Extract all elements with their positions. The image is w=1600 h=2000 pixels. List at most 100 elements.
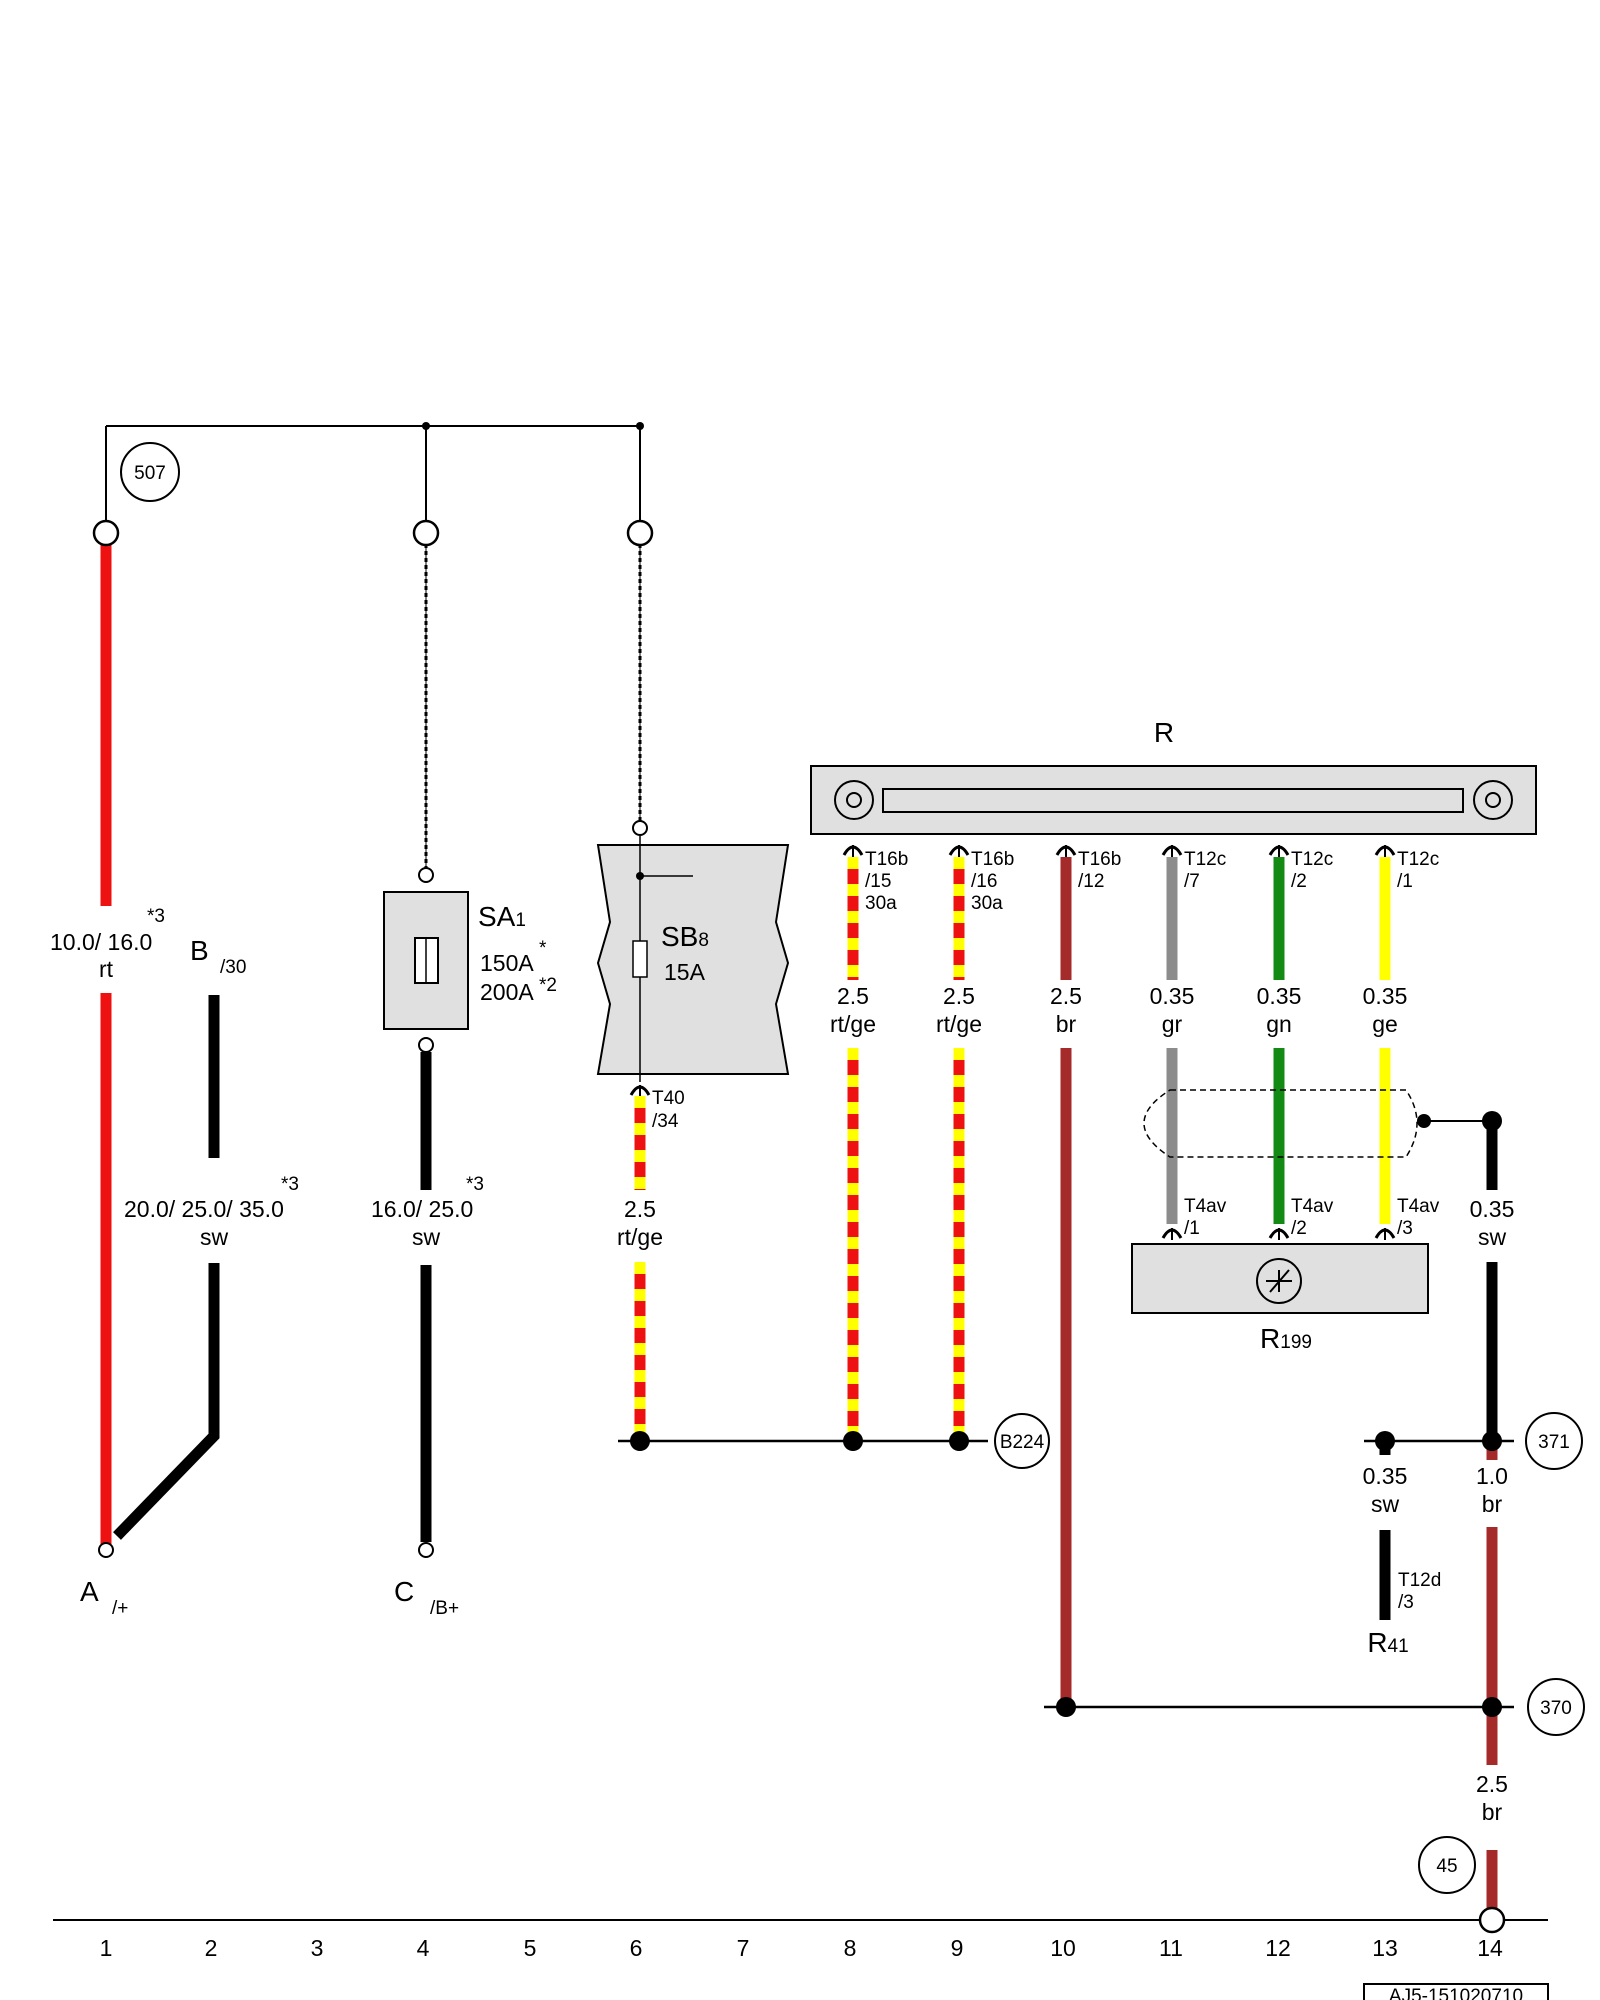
terminal-A-pin: /+ (112, 1598, 128, 1619)
footer-code: AJ5-151020710 (1389, 1986, 1523, 2000)
w10-size: 2.5 (1050, 983, 1082, 1009)
component-R-label: R (1154, 717, 1174, 748)
pin-9-a: T16b (971, 849, 1014, 870)
column-number: 13 (1372, 1935, 1398, 1961)
w11-size: 0.35 (1150, 983, 1195, 1009)
wires-layer: T40/342.5rt/geT16b/1530a2.5rt/geT16b/163… (617, 845, 1514, 1908)
ref-507-label: 507 (134, 463, 166, 484)
w11-color: gr (1162, 1011, 1183, 1037)
pin-q13-a: T4av (1397, 1196, 1440, 1217)
pin-11-a: T12c (1184, 849, 1226, 870)
column-number: 1 (100, 1935, 113, 1961)
r199-label: R199 (1260, 1323, 1312, 1354)
w1-color: rt (99, 956, 114, 982)
ref-circle-45 (1418, 1836, 1476, 1894)
w13b-size: 0.35 (1363, 1463, 1408, 1489)
r41-label: R41 (1367, 1627, 1408, 1658)
column-number: 8 (844, 1935, 857, 1961)
pin-q13-b: /3 (1397, 1218, 1413, 1239)
bus-370: 370 (1044, 1678, 1585, 1736)
sa1-rating1: 150A (480, 950, 534, 976)
sb8-label: SB8 (661, 921, 709, 952)
w14c-color: br (1482, 1799, 1503, 1825)
terminal-top-col1 (92, 519, 120, 547)
w2-color: sw (200, 1224, 229, 1250)
column-number: 11 (1159, 1935, 1183, 1961)
column-number: 9 (951, 1935, 964, 1961)
cable-shield (1143, 1089, 1418, 1158)
terminal-C-pin: /B+ (430, 1598, 459, 1619)
w4-note: *3 (466, 1174, 484, 1195)
pin-q11-a: T4av (1184, 1196, 1227, 1217)
bus-371: 371 (1364, 1412, 1583, 1470)
ground-terminal (1478, 1906, 1506, 1934)
pin-8-b: /15 (865, 871, 891, 892)
w12-color: gn (1266, 1011, 1292, 1037)
w8-size: 2.5 (837, 983, 869, 1009)
pin-T40: T40 (652, 1088, 685, 1109)
pin-8-a: T16b (865, 849, 908, 870)
column-number: 3 (311, 1935, 324, 1961)
terminal-B: B (190, 935, 209, 966)
column-number: 7 (737, 1935, 750, 1961)
column-number: 6 (630, 1935, 643, 1961)
w2-size: 20.0/ 25.0/ 35.0 (124, 1196, 284, 1222)
pin-q12-b: /2 (1291, 1218, 1307, 1239)
ref-circle-507: 507 (120, 442, 180, 502)
ref-45-label: 45 (1436, 1856, 1457, 1877)
w9-size: 2.5 (943, 983, 975, 1009)
pin-8-c: 30a (865, 893, 897, 914)
pin-9-c: 30a (971, 893, 1003, 914)
sb8-fuse-symbol (632, 940, 648, 978)
pin-12-b: /2 (1291, 871, 1307, 892)
w14c-size: 2.5 (1476, 1771, 1508, 1797)
terminal-C: C (394, 1576, 414, 1607)
w8-color: rt/ge (830, 1011, 876, 1037)
pin-10-b: /12 (1078, 871, 1104, 892)
sa1-star1: * (539, 938, 547, 959)
pin-r41-b: /3 (1398, 1592, 1414, 1613)
pin-10-a: T16b (1078, 849, 1121, 870)
pin-11-b: /7 (1184, 871, 1200, 892)
sensor-icon (1256, 1258, 1302, 1304)
sa1-label: SA1 (478, 901, 526, 932)
ref-B224-label: B224 (1000, 1432, 1045, 1453)
pin-T40-num: /34 (652, 1111, 679, 1132)
w13-size: 0.35 (1363, 983, 1408, 1009)
wire-col2-black (113, 995, 220, 1540)
top-bus (105, 422, 644, 533)
pin-q12-a: T4av (1291, 1196, 1334, 1217)
w14-color: sw (1478, 1224, 1507, 1250)
w14b-size: 1.0 (1476, 1463, 1508, 1489)
terminal-top-col4 (412, 519, 440, 547)
w13b-color: sw (1371, 1491, 1400, 1517)
w1-size: 10.0/ 16.0 (50, 929, 152, 955)
w10-color: br (1056, 1011, 1077, 1037)
sa1-rating2: 200A (480, 979, 534, 1005)
w6-color: rt/ge (617, 1224, 663, 1250)
w4-size: 16.0/ 25.0 (371, 1196, 473, 1222)
column-number: 2 (205, 1935, 218, 1961)
pin-9-b: /16 (971, 871, 997, 892)
wire-col1-red (92, 519, 120, 1558)
column-number: 4 (417, 1935, 430, 1961)
column-number: 12 (1265, 1935, 1291, 1961)
w12-size: 0.35 (1257, 983, 1302, 1009)
ref-371-label: 371 (1538, 1432, 1570, 1453)
wire-col6-top (626, 519, 654, 836)
pin-r41-a: T12d (1398, 1570, 1441, 1591)
w6-size: 2.5 (624, 1196, 656, 1222)
sb8-rating: 15A (664, 959, 706, 985)
w9-color: rt/ge (936, 1011, 982, 1037)
sb8-fuse-block (596, 844, 790, 1075)
sa1-star2: *2 (539, 975, 557, 996)
w4-color: sw (412, 1224, 441, 1250)
w13-color: ge (1372, 1011, 1398, 1037)
w1-note: *3 (147, 906, 165, 927)
wire-col4 (412, 519, 440, 1558)
pin-13-b: /1 (1397, 871, 1413, 892)
pin-q11-b: /1 (1184, 1218, 1200, 1239)
bus-B224: B224 (618, 1413, 1050, 1469)
